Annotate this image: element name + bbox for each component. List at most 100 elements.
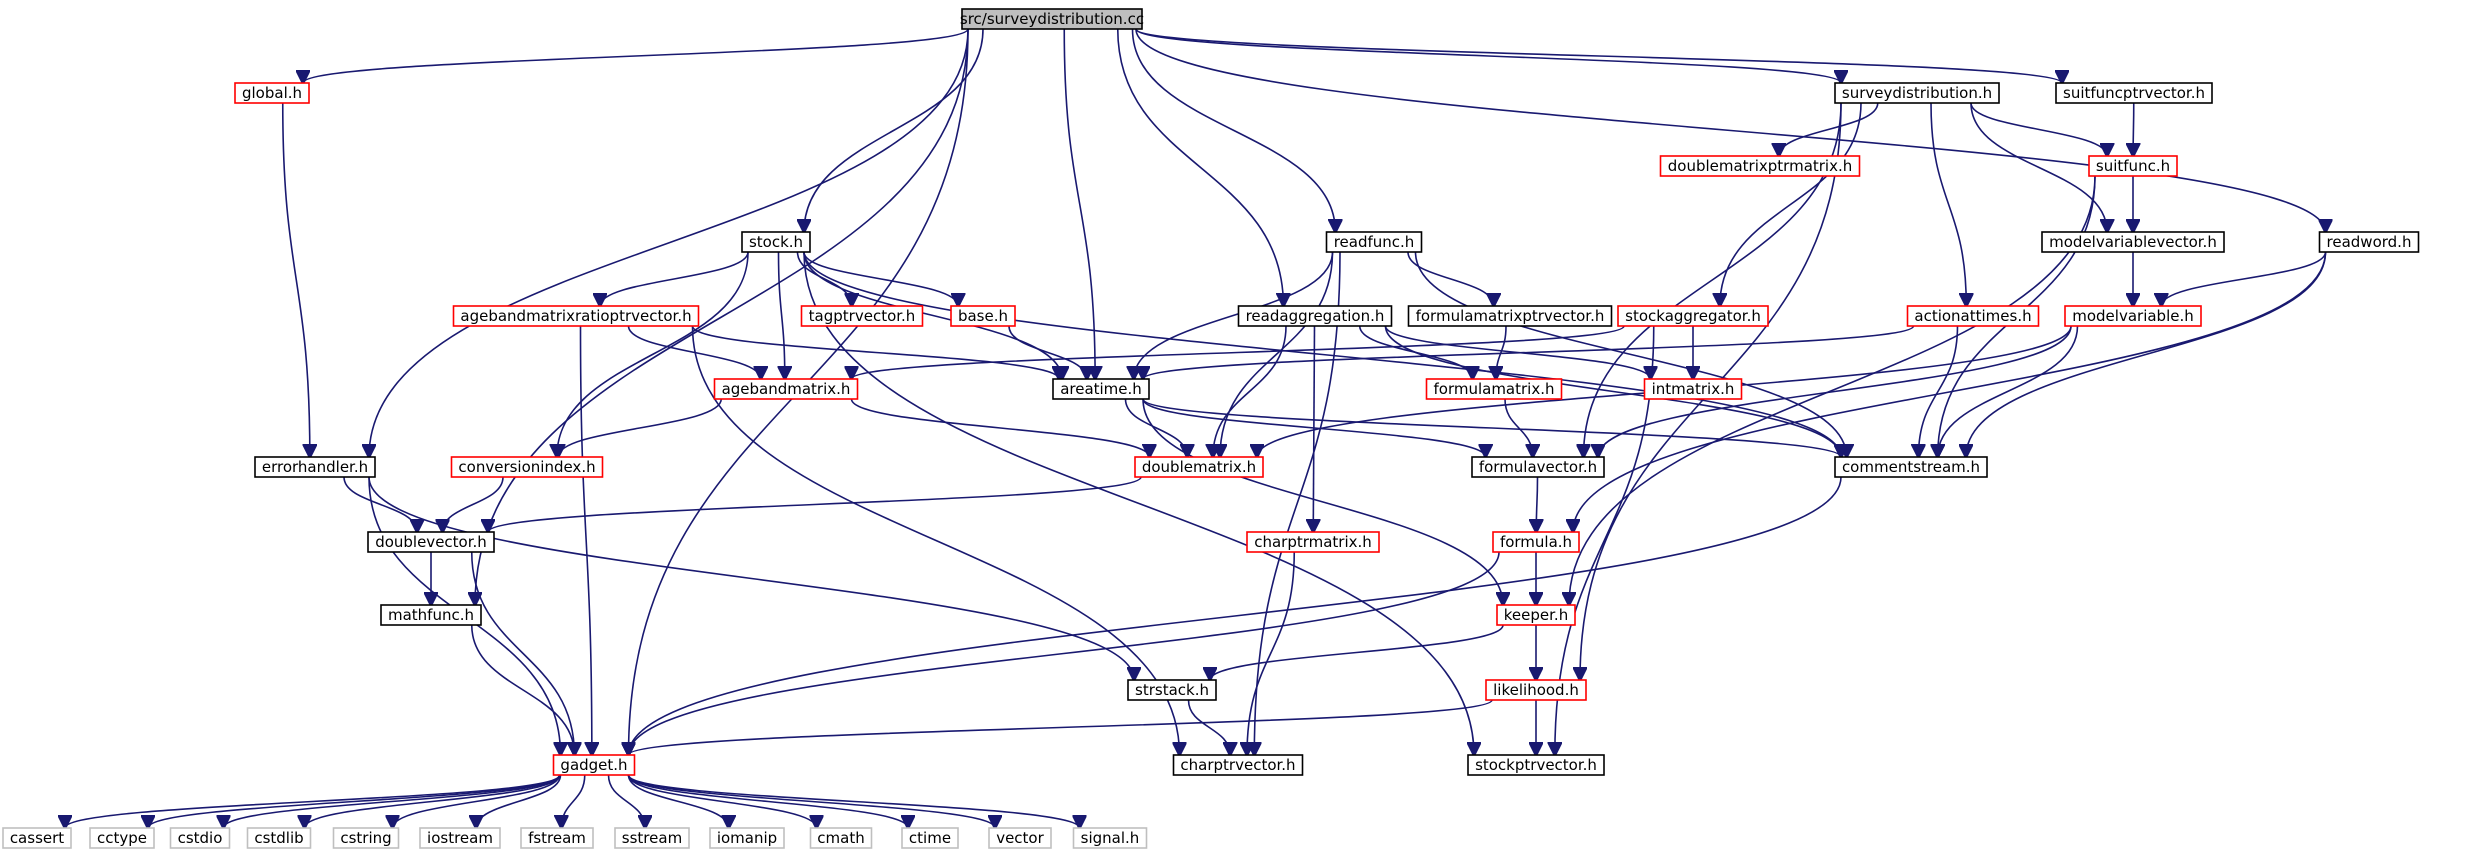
node-agebandmatrixratioptrvector-h[interactable]: agebandmatrixratioptrvector.h xyxy=(452,305,700,327)
node-cmath[interactable]: cmath xyxy=(809,827,873,849)
node-formulamatrix-h[interactable]: formulamatrix.h xyxy=(1425,378,1563,400)
node-cstring[interactable]: cstring xyxy=(332,827,400,849)
edge-agebandmatrixratioptrvector-h-to-gadget-h xyxy=(579,325,592,755)
node-gadget-h[interactable]: gadget.h xyxy=(552,754,636,776)
edge-src-surveydistribution-cc-to-readfunc-h xyxy=(1131,28,1336,232)
edge-agebandmatrixratioptrvector-h-to-areatime-h xyxy=(691,325,1060,379)
node-label: base.h xyxy=(958,307,1008,325)
node-box xyxy=(246,827,312,849)
edge-areatime-h-to-keeper-h xyxy=(1142,398,1503,605)
node-readfunc-h[interactable]: readfunc.h xyxy=(1325,231,1423,253)
node-conversionindex-h[interactable]: conversionindex.h xyxy=(450,456,604,478)
edge-gadget-h-to-cstdio xyxy=(224,774,561,828)
node-intmatrix-h[interactable]: intmatrix.h xyxy=(1643,378,1743,400)
node-suitfuncptrvector-h[interactable]: suitfuncptrvector.h xyxy=(2055,82,2213,104)
node-label: fstream xyxy=(528,829,586,847)
node-label: suitfunc.h xyxy=(2096,157,2170,175)
node-label: global.h xyxy=(242,84,302,102)
node-surveydistribution-h[interactable]: surveydistribution.h xyxy=(1834,82,2000,104)
edge-gadget-h-to-cstdlib xyxy=(305,774,561,828)
node-agebandmatrix-h[interactable]: agebandmatrix.h xyxy=(713,378,859,400)
edge-keeper-h-to-strstack-h xyxy=(1210,624,1504,680)
node-stock-h[interactable]: stock.h xyxy=(741,231,811,253)
node-ctime[interactable]: ctime xyxy=(901,827,959,849)
node-formulavector-h[interactable]: formulavector.h xyxy=(1471,456,1605,478)
node-box xyxy=(332,827,400,849)
node-label: conversionindex.h xyxy=(458,458,595,476)
node-doublematrix-h[interactable]: doublematrix.h xyxy=(1134,456,1264,478)
node-formulamatrixptrvector-h[interactable]: formulamatrixptrvector.h xyxy=(1407,305,1613,327)
node-suitfunc-h[interactable]: suitfunc.h xyxy=(2088,155,2178,177)
header-nodes: src/surveydistribution.cc global.h surveyd… xyxy=(2,8,2420,849)
node-modelvariable-h[interactable]: modelvariable.h xyxy=(2064,305,2202,327)
node-modelvariablevector-h[interactable]: modelvariablevector.h xyxy=(2041,231,2225,253)
node-box xyxy=(1134,456,1264,478)
node-readword-h[interactable]: readword.h xyxy=(2318,231,2420,253)
edge-doublematrix-h-to-doublevector-h xyxy=(488,476,1142,532)
node-mathfunc-h[interactable]: mathfunc.h xyxy=(380,604,482,626)
edge-src-surveydistribution-cc-to-areatime-h xyxy=(1063,28,1095,379)
node-charptrvector-h[interactable]: charptrvector.h xyxy=(1172,754,1304,776)
node-readaggregation-h[interactable]: readaggregation.h xyxy=(1237,305,1393,327)
node-box xyxy=(520,827,594,849)
node-box xyxy=(1643,378,1743,400)
node-iomanip[interactable]: iomanip xyxy=(709,827,785,849)
edge-surveydistribution-h-to-modelvariablevector-h xyxy=(1970,102,2107,232)
edge-readword-h-to-commentstream-h xyxy=(1966,251,2327,457)
node-doublevector-h[interactable]: doublevector.h xyxy=(367,531,495,553)
node-label: doublevector.h xyxy=(375,533,487,551)
node-actionattimes-h[interactable]: actionattimes.h xyxy=(1906,305,2040,327)
node-likelihood-h[interactable]: likelihood.h xyxy=(1485,679,1587,701)
node-charptrmatrix-h[interactable]: charptrmatrix.h xyxy=(1246,531,1380,553)
node-stockaggregator-h[interactable]: stockaggregator.h xyxy=(1617,305,1769,327)
node-errorhandler-h[interactable]: errorhandler.h xyxy=(254,456,376,478)
edge-agebandmatrix-h-to-doublematrix-h xyxy=(850,398,1150,457)
node-box xyxy=(419,827,501,849)
node-label: readfunc.h xyxy=(1334,233,1415,251)
node-label: iostream xyxy=(427,829,493,847)
node-label: cctype xyxy=(97,829,147,847)
edge-stock-h-to-conversionindex-h xyxy=(557,251,749,457)
node-box xyxy=(2,827,72,849)
edge-conversionindex-h-to-doublevector-h xyxy=(443,476,504,532)
node-label: cstdlib xyxy=(254,829,303,847)
node-fstream[interactable]: fstream xyxy=(520,827,594,849)
node-label: strstack.h xyxy=(1135,681,1209,699)
node-label: areatime.h xyxy=(1060,380,1142,398)
edge-errorhandler-h-to-strstack-h xyxy=(368,476,1134,680)
node-label: modelvariablevector.h xyxy=(2049,233,2217,251)
node-cassert[interactable]: cassert xyxy=(2,827,72,849)
node-box xyxy=(1471,456,1605,478)
node-signal-h[interactable]: signal.h xyxy=(1072,827,1148,849)
node-cctype[interactable]: cctype xyxy=(89,827,155,849)
node-label: agebandmatrix.h xyxy=(722,380,851,398)
node-label: tagptrvector.h xyxy=(809,307,916,325)
node-iostream[interactable]: iostream xyxy=(419,827,501,849)
node-stockptrvector-h[interactable]: stockptrvector.h xyxy=(1467,754,1605,776)
edge-gadget-h-to-sstream xyxy=(607,774,646,828)
edge-suitfunc-h-to-keeper-h xyxy=(1569,175,2096,605)
node-global-h[interactable]: global.h xyxy=(234,82,310,104)
node-keeper-h[interactable]: keeper.h xyxy=(1496,604,1576,626)
node-areatime-h[interactable]: areatime.h xyxy=(1052,378,1150,400)
node-label: gadget.h xyxy=(560,756,627,774)
node-label: stockptrvector.h xyxy=(1475,756,1597,774)
edge-gadget-h-to-cassert xyxy=(65,774,561,828)
node-base-h[interactable]: base.h xyxy=(950,305,1016,327)
node-doublematrixptrmatrix-h[interactable]: doublematrixptrmatrix.h xyxy=(1659,155,1861,177)
node-vector[interactable]: vector xyxy=(988,827,1052,849)
edge-gadget-h-to-iomanip xyxy=(627,774,729,828)
node-strstack-h[interactable]: strstack.h xyxy=(1127,679,1217,701)
node-cstdio[interactable]: cstdio xyxy=(169,827,231,849)
node-sstream[interactable]: sstream xyxy=(614,827,690,849)
node-formula-h[interactable]: formula.h xyxy=(1492,531,1580,553)
edge-stock-h-to-agebandmatrix-h xyxy=(779,251,785,379)
node-commentstream-h[interactable]: commentstream.h xyxy=(1834,456,1988,478)
edge-src-surveydistribution-cc-to-surveydistribution-h xyxy=(1135,28,1841,83)
edge-strstack-h-to-charptrvector-h xyxy=(1187,699,1231,755)
node-tagptrvector-h[interactable]: tagptrvector.h xyxy=(800,305,924,327)
node-src-surveydistribution-cc[interactable]: src/surveydistribution.cc xyxy=(960,8,1144,30)
edge-modelvariable-h-to-commentstream-h xyxy=(1938,325,2079,457)
node-cstdlib[interactable]: cstdlib xyxy=(246,827,312,849)
node-label: doublematrix.h xyxy=(1142,458,1256,476)
